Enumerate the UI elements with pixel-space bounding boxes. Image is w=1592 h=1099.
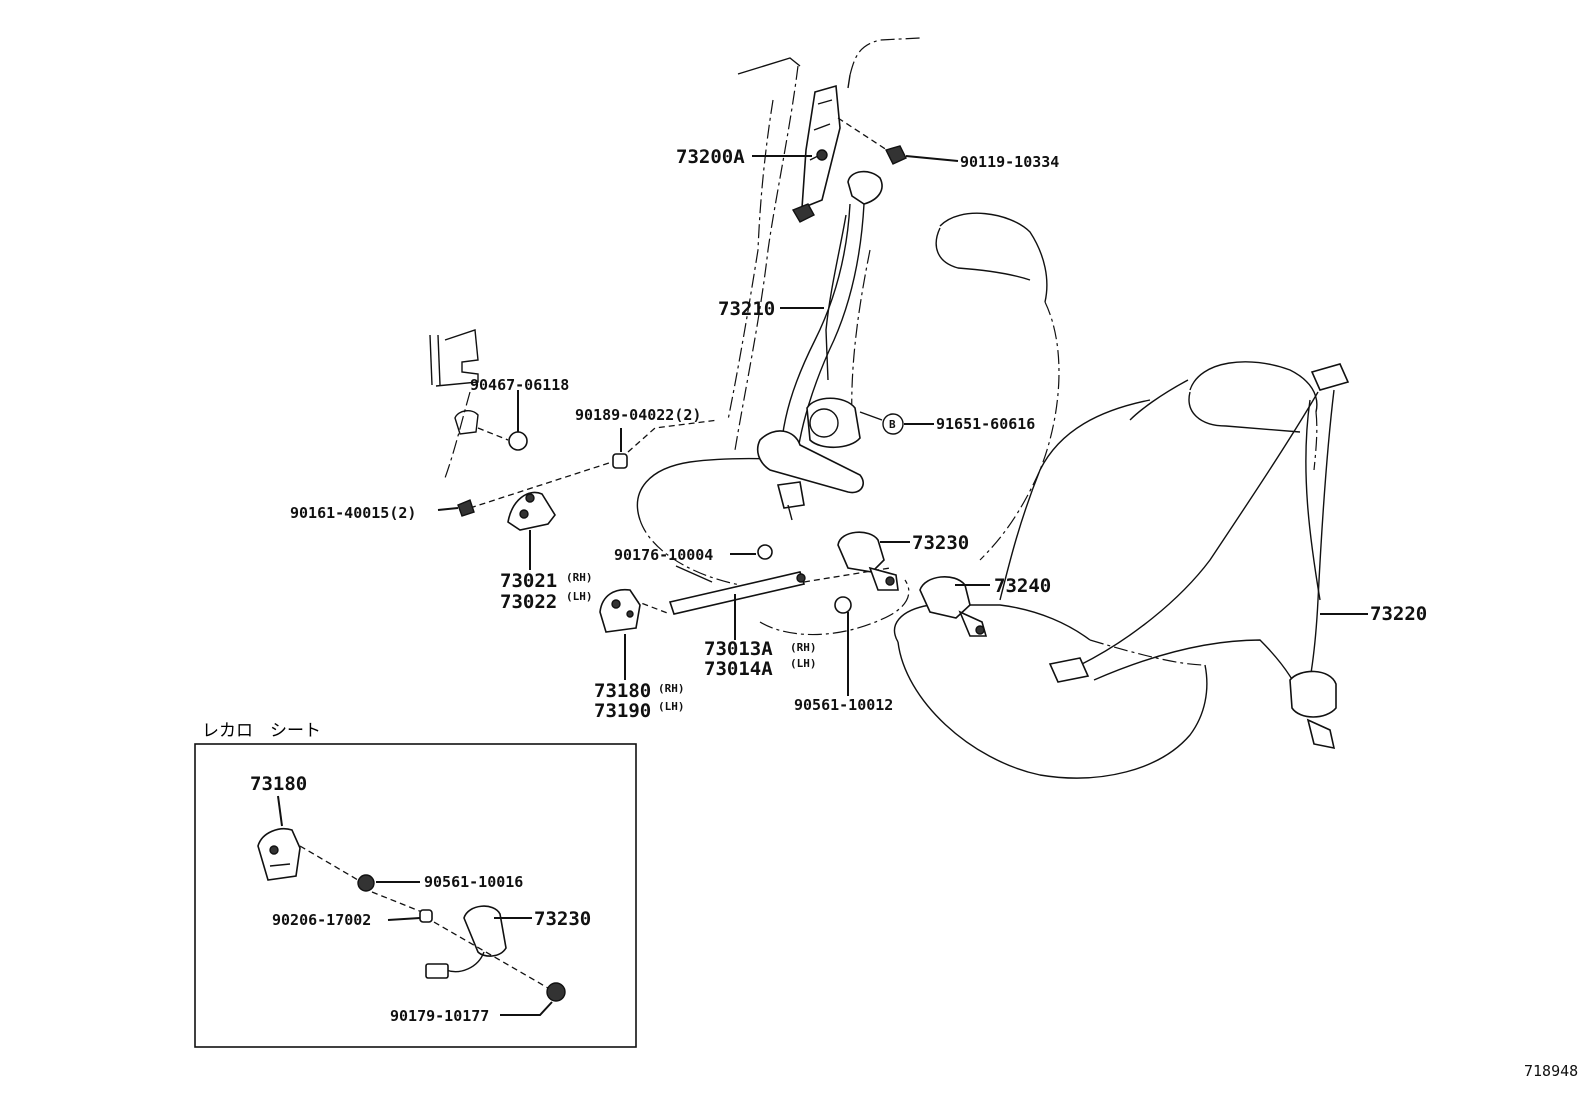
buckle-73240-icon [919, 576, 990, 637]
label-73021-rh: (RH) [566, 571, 593, 584]
leader-anchor-bolt [837, 117, 891, 153]
label-73014a-lh: (LH) [790, 657, 817, 670]
label-73210: 73210 [718, 298, 775, 320]
label-73190: 73190 [594, 700, 651, 722]
inset-washer-90206-17002-icon [387, 909, 433, 923]
label-90119-10334: 90119-10334 [960, 153, 1059, 171]
front-belt-73210 [756, 170, 883, 521]
label-90467-06118: 90467-06118 [470, 376, 569, 394]
inset-chain-1 [299, 845, 359, 881]
rear-belt-73220 [1048, 363, 1368, 750]
label-73022: 73022 [500, 591, 557, 613]
diagram-id: 718948 [1524, 1062, 1578, 1080]
inset-label-73180: 73180 [250, 773, 307, 795]
inset-label-90561-10016: 90561-10016 [424, 873, 523, 891]
inset-title: レカロ シート [202, 721, 321, 741]
inset-chain-3 [433, 921, 549, 989]
label-73013a-rh: (RH) [790, 641, 817, 654]
label-73014a: 73014A [704, 658, 773, 680]
anchor-73180-icon [599, 588, 641, 680]
label-73180-rh: (RH) [658, 682, 685, 695]
leader-side-chain [469, 461, 613, 509]
pillar-outline [727, 37, 921, 451]
bolt-90176-10004-icon [730, 544, 773, 560]
buckle-73230-icon [837, 531, 910, 591]
inset-label-90179-10177: 90179-10177 [390, 1007, 489, 1025]
anchor-73021-icon [507, 491, 556, 570]
label-73230: 73230 [912, 532, 969, 554]
label-90561-10012: 90561-10012 [794, 696, 893, 714]
inset-chain-2 [371, 891, 423, 913]
leader-rod [632, 599, 671, 615]
label-91651-60616: 91651-60616 [936, 415, 1035, 433]
label-73013a: 73013A [704, 638, 773, 660]
bolt-90189-04022-icon [612, 419, 719, 469]
inset-buckle-73230-icon [425, 905, 532, 979]
left-seat-outline [636, 212, 1060, 636]
bolt-90161-40015-icon [437, 499, 475, 517]
cap-90467-06118-icon [454, 390, 528, 451]
label-73021: 73021 [500, 570, 557, 592]
right-seat-outline [893, 361, 1318, 779]
inset-nut-90561-10016-icon [357, 874, 420, 892]
label-90189-04022: 90189-04022(2) [575, 406, 701, 424]
inset-box [194, 743, 637, 1048]
label-73190-lh: (LH) [658, 700, 685, 713]
b-marker [859, 411, 934, 435]
adjustable-anchor-73200a [791, 84, 841, 223]
inset-leader-73180 [277, 795, 283, 827]
inset-anchor-73180-icon [257, 828, 301, 881]
label-73200a: 73200A [676, 146, 745, 168]
leader-73013a-line [675, 565, 713, 583]
label-b-marker: B [889, 418, 896, 431]
bolt-90119-10334-icon [884, 145, 959, 165]
inset-label-73230: 73230 [534, 908, 591, 930]
label-73220: 73220 [1370, 603, 1427, 625]
label-73180: 73180 [594, 680, 651, 702]
label-73240: 73240 [994, 575, 1051, 597]
lock-outline [429, 329, 479, 479]
inset-nut-90179-10177-icon [500, 982, 566, 1016]
inset-label-90206-17002: 90206-17002 [272, 911, 371, 929]
nut-90561-10012-icon [834, 596, 852, 696]
rod-73013a-icon [668, 571, 806, 640]
label-73022-lh: (LH) [566, 590, 593, 603]
label-90176-10004: 90176-10004 [614, 546, 713, 564]
label-90161-40015: 90161-40015(2) [290, 504, 416, 522]
